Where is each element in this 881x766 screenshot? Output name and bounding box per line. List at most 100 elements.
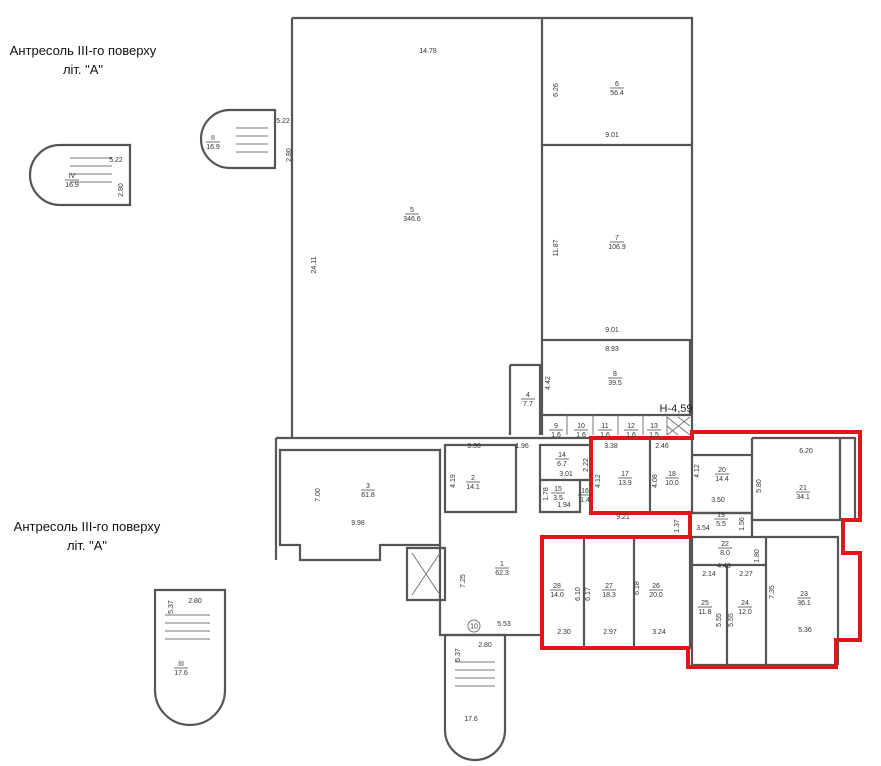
room-area: 1.6 (551, 432, 561, 439)
room-number: 8 (613, 371, 617, 378)
dimension-label: 8.93 (605, 346, 619, 353)
room-13: 131.5 (647, 423, 661, 439)
room-19: 195.5 (714, 512, 728, 528)
room-14: 146.7 (555, 452, 569, 468)
room-number: II (211, 135, 215, 142)
dimension-label: 2.14 (702, 571, 716, 578)
room-number: 4 (526, 392, 530, 399)
room-area: 1.6 (626, 432, 636, 439)
room-area: 13.9 (618, 480, 632, 487)
room-area: 3.5 (553, 495, 563, 502)
room-16: 161.4 (578, 488, 592, 504)
dimension-label: 5.53 (497, 621, 511, 628)
room-area: 14.0 (550, 592, 564, 599)
dimension-label: 7.35 (769, 585, 776, 599)
room-area: 12.0 (738, 609, 752, 616)
room-number: 10 (577, 423, 585, 430)
room-area: 106.9 (608, 244, 626, 251)
dimension-label: 4.19 (450, 474, 457, 488)
room-area: 14.1 (466, 484, 480, 491)
dimension-label: 3.38 (604, 443, 618, 450)
room-number: 21 (799, 485, 807, 492)
room-number: 27 (605, 583, 613, 590)
dimension-label: 2.80 (188, 598, 202, 605)
room-number: 26 (652, 583, 660, 590)
dimension-label: 2.80 (286, 148, 293, 162)
room-9: 91.6 (549, 423, 563, 439)
dimension-label: 3.01 (559, 471, 573, 478)
room-number: III (178, 661, 184, 668)
room-area: 20.0 (649, 592, 663, 599)
room-number: 2 (471, 475, 475, 482)
room-11: 111.6 (598, 423, 612, 439)
dimension-label: 2.97 (603, 629, 617, 636)
dimension-label: 5.22 (109, 157, 123, 164)
room-area: 346.6 (403, 216, 421, 223)
room-area: 34.1 (796, 494, 810, 501)
highlighted-rental-area (540, 430, 862, 669)
room-area: 8.0 (720, 550, 730, 557)
dimension-label: 5.80 (756, 479, 763, 493)
room-number: 17 (621, 471, 629, 478)
dimension-label: 2.80 (118, 183, 125, 197)
plan-subtitle: літ. "А" (63, 62, 103, 77)
dimension-label: 6.26 (553, 83, 560, 97)
dimension-labels: 14.785.222.805.222.8024.116.269.0111.879… (109, 48, 813, 662)
dimension-label: 3.24 (652, 629, 666, 636)
dimension-label: 5.37 (168, 600, 175, 614)
dimension-label: 1.37 (674, 519, 681, 533)
room-number: IV (69, 173, 76, 180)
dimension-label: 4.12 (595, 474, 602, 488)
dimension-label: 5.37 (455, 648, 462, 662)
room-1: 162.3 (495, 561, 509, 577)
room-area: 1.6 (576, 432, 586, 439)
room-area: 11.8 (698, 609, 711, 616)
room-area: 39.5 (608, 380, 622, 387)
dimension-label: 5.22 (276, 118, 290, 125)
dimension-label: 7.00 (315, 488, 322, 502)
room-number: 15 (554, 486, 562, 493)
dimension-label: 9.98 (351, 520, 365, 527)
room-6: 656.4 (610, 81, 624, 97)
room-25: 25 11.8 (698, 600, 712, 616)
room-area: 1.6 (600, 432, 610, 439)
room-number: 22 (721, 541, 729, 548)
dimension-label: 5.55 (716, 613, 723, 627)
room-area: 61.8 (361, 492, 375, 499)
dimension-label: 9.01 (605, 327, 619, 334)
room-24: 24 12.0 (738, 600, 752, 616)
room-5: 5 346.6 (403, 207, 421, 223)
room-number: 28 (553, 583, 561, 590)
room-area: 62.3 (495, 570, 509, 577)
room-area: 1.4 (580, 497, 590, 504)
walls (28, 16, 857, 762)
room-number: 9 (554, 423, 558, 430)
dimension-label: 24.11 (311, 256, 318, 273)
room-17: 17 13.9 (618, 471, 632, 487)
room-number: 20 (718, 467, 726, 474)
room-number: 14 (558, 452, 566, 459)
room-10: 101.6 (574, 423, 588, 439)
dimension-label: 5.55 (728, 613, 735, 627)
dimension-label: 1.94 (557, 502, 571, 509)
room-area: 7.7 (523, 401, 533, 408)
dimension-label: 3.54 (696, 525, 710, 532)
room-number: 5 (410, 207, 414, 214)
room-III: III 17.6 (174, 661, 188, 677)
room-8: 839.5 (608, 371, 622, 387)
dimension-label: 4.12 (694, 464, 701, 478)
room-area: 1.5 (649, 432, 659, 439)
room-area: 17.6 (174, 670, 188, 677)
room-number: 24 (741, 600, 749, 607)
plan-subtitle: літ. "А" (67, 538, 107, 553)
dimension-label: 9.21 (616, 514, 630, 521)
room-number: 25 (701, 600, 709, 607)
room-area: 18.3 (602, 592, 616, 599)
dimension-label: 7.25 (460, 574, 467, 588)
